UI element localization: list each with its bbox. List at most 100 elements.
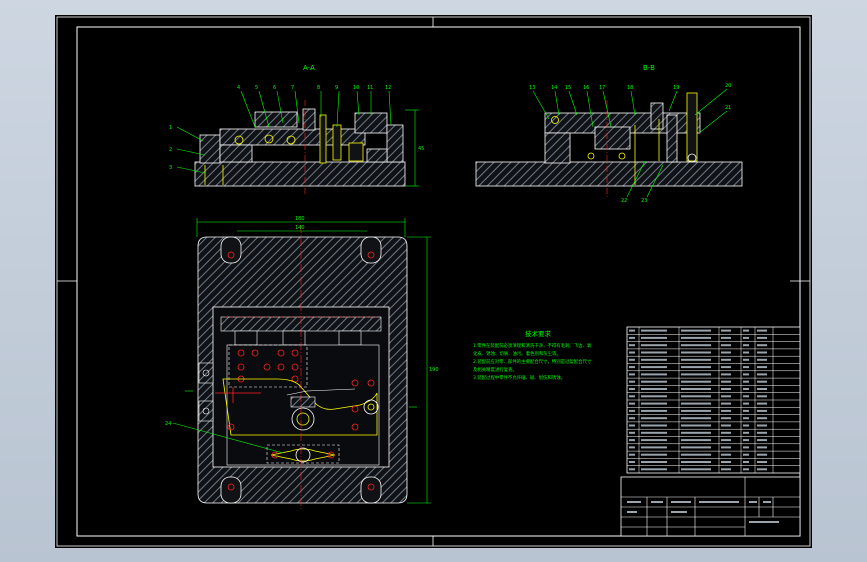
leader-label-11: 11 — [367, 85, 373, 91]
parts-list-cell — [743, 358, 749, 361]
parts-list-cell — [757, 380, 767, 383]
parts-list-cell — [641, 395, 667, 398]
section-view-b: B-B 13 14 15 16 17 18 19 20 21 22 — [475, 64, 743, 204]
tech-req-line-4: 及相关精度进行复查。 — [473, 366, 517, 373]
leader-label-13: 13 — [529, 85, 535, 91]
parts-list-cell — [629, 395, 635, 398]
parts-list-cell — [641, 468, 667, 471]
parts-list-cell — [721, 388, 731, 390]
tech-req-line-1: 1.零件在装配前必须清理和清洗干净，不得有毛刺、飞边、氧 — [473, 342, 592, 349]
parts-list-cell — [743, 344, 749, 347]
parts-list-cell — [743, 453, 749, 456]
parts-list-cell — [629, 388, 635, 390]
section-view-a: A-A 45 1 2 3 4 5 6 — [169, 64, 424, 195]
parts-list-cell — [629, 366, 635, 369]
parts-list-cell — [743, 431, 749, 434]
parts-list-cell — [743, 380, 749, 383]
parts-list-cell — [641, 431, 667, 434]
parts-list-cell — [757, 409, 767, 412]
parts-list-cell — [743, 388, 749, 390]
parts-list-cell — [681, 417, 711, 420]
parts-list-cell — [757, 388, 767, 390]
parts-list-cell — [641, 358, 667, 361]
parts-list-cell — [743, 461, 749, 463]
parts-list-cell — [629, 373, 635, 376]
outer-border — [56, 16, 811, 547]
parts-list-cell — [641, 409, 667, 412]
parts-list-cell — [641, 329, 667, 332]
parts-list-cell — [641, 351, 667, 354]
dim-right-height: 190 — [429, 367, 439, 373]
parts-list-cell — [641, 461, 667, 463]
parts-list-cell — [681, 329, 711, 332]
parts-list-cell — [757, 366, 767, 369]
parts-list-cell — [629, 417, 635, 420]
parts-list-cell — [757, 424, 767, 427]
parts-list-cell — [743, 395, 749, 398]
parts-list-cell — [721, 358, 731, 361]
parts-list-cell — [721, 351, 731, 354]
parts-list-cell — [629, 344, 635, 347]
parts-list-cell — [641, 453, 667, 456]
parts-list-cell — [681, 424, 711, 427]
parts-list-cell — [757, 461, 767, 463]
leader-label-21: 21 — [725, 105, 731, 111]
parts-list-cell — [743, 336, 749, 339]
parts-list-cell — [641, 446, 667, 449]
parts-list-cell — [681, 395, 711, 398]
parts-list-cell — [757, 358, 767, 361]
tech-req-title: 技术要求 — [525, 329, 552, 338]
leader-label-14: 14 — [551, 85, 557, 91]
parts-list-cell — [743, 402, 749, 405]
parts-list-cell — [721, 424, 731, 427]
parts-list-cell — [721, 439, 731, 442]
parts-list-cell — [629, 453, 635, 456]
parts-list-cell — [629, 380, 635, 383]
parts-list-cell — [681, 468, 711, 471]
leader-label-5: 5 — [255, 85, 258, 91]
technical-requirements: 技术要求 1.零件在装配前必须清理和清洗干净，不得有毛刺、飞边、氧 化皮、锈蚀、… — [473, 329, 592, 381]
parts-list-cell — [641, 402, 667, 405]
dim-top-overall: 180 — [295, 216, 305, 222]
parts-list-cell — [629, 461, 635, 463]
parts-list-cell — [681, 439, 711, 442]
parts-list-cell — [757, 446, 767, 449]
leader-label-7: 7 — [291, 85, 294, 91]
parts-list-cell — [757, 373, 767, 376]
parts-list-cell — [681, 461, 711, 463]
parts-list-cell — [743, 468, 749, 471]
parts-list-cell — [681, 446, 711, 449]
leader-label-23: 23 — [641, 198, 647, 204]
leader-label-1: 1 — [169, 125, 172, 131]
parts-list-cell — [629, 446, 635, 449]
dim-top-inner: 140 — [295, 225, 305, 231]
parts-list-cell — [641, 373, 667, 376]
parts-list-cell — [641, 380, 667, 383]
parts-list-cell — [757, 395, 767, 398]
parts-list-cell — [721, 431, 731, 434]
parts-list-cell — [743, 409, 749, 412]
parts-list-cell — [743, 373, 749, 376]
parts-list-cell — [743, 417, 749, 420]
parts-list-cell — [629, 409, 635, 412]
parts-list-cell — [629, 439, 635, 442]
parts-list-cell — [681, 344, 711, 347]
leader-label-4: 4 — [237, 85, 240, 91]
parts-list-cell — [641, 439, 667, 442]
parts-list-cell — [757, 417, 767, 420]
leader-label-22: 22 — [621, 198, 627, 204]
leader-label-2: 2 — [169, 147, 172, 153]
parts-list-cell — [721, 344, 731, 347]
parts-list-cell — [721, 380, 731, 383]
parts-list-cell — [743, 329, 749, 332]
parts-list-cell — [629, 402, 635, 405]
cad-drawing-canvas[interactable]: A-A 45 1 2 3 4 5 6 — [55, 15, 812, 548]
leader-label-3: 3 — [169, 165, 172, 171]
parts-list-cell — [721, 366, 731, 369]
tech-req-line-5: 3.装配过程中零件不允许磕、碰、划伤和锈蚀。 — [473, 374, 565, 381]
leader-label-10: 10 — [353, 85, 359, 91]
parts-list-cell — [721, 461, 731, 463]
parts-list-cell — [721, 395, 731, 398]
parts-list-cell — [743, 439, 749, 442]
view-a-label: A-A — [303, 64, 315, 72]
